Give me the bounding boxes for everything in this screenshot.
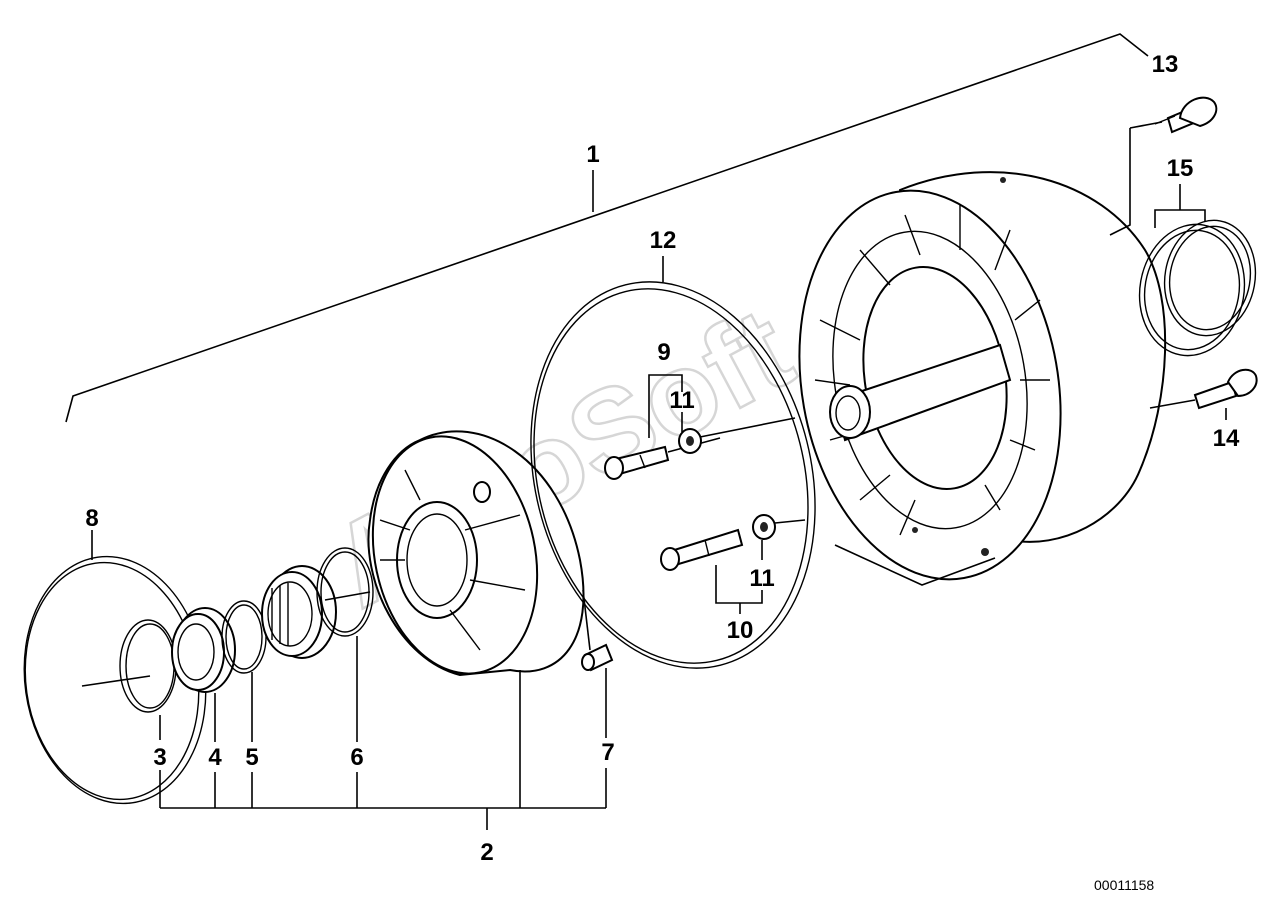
callout-14: 14 bbox=[1213, 425, 1240, 452]
callout-1: 1 bbox=[586, 141, 599, 168]
callout-3: 3 bbox=[153, 744, 166, 771]
part-pump-cover bbox=[367, 430, 585, 677]
part-o-ring-medium bbox=[316, 547, 374, 637]
leader-assembly bbox=[65, 33, 1149, 423]
part-hex-bolt-long bbox=[1109, 96, 1218, 236]
part-socket-head-screw-long bbox=[660, 528, 744, 571]
callout-11-lower: 11 bbox=[749, 565, 774, 592]
callout-15: 15 bbox=[1167, 155, 1194, 182]
part-washer-lower bbox=[752, 514, 806, 540]
callout-11-upper: 11 bbox=[669, 387, 694, 414]
part-hex-bolt bbox=[1149, 368, 1258, 410]
callout-7: 7 bbox=[601, 739, 614, 766]
part-washer-upper bbox=[678, 417, 796, 454]
callout-10: 10 bbox=[727, 617, 754, 644]
callout-13: 13 bbox=[1152, 51, 1179, 78]
callouts: 1 2 3 4 5 6 7 8 9 10 11 11 12 13 14 15 bbox=[85, 51, 1240, 866]
part-dowel-pin bbox=[581, 589, 614, 672]
part-shaft-seal bbox=[171, 607, 236, 693]
part-needle-bearing bbox=[261, 565, 337, 659]
callout-8: 8 bbox=[85, 505, 98, 532]
callout-12: 12 bbox=[650, 227, 677, 254]
leader-lines bbox=[159, 184, 1227, 830]
document-number: 00011158 bbox=[1094, 877, 1154, 893]
callout-2: 2 bbox=[480, 839, 493, 866]
part-socket-head-screw bbox=[604, 437, 721, 480]
callout-9: 9 bbox=[657, 339, 670, 366]
callout-4: 4 bbox=[208, 744, 222, 771]
callout-5: 5 bbox=[245, 744, 258, 771]
part-snap-ring bbox=[81, 619, 177, 713]
part-pump-housing bbox=[798, 171, 1167, 586]
part-large-gasket bbox=[530, 256, 816, 669]
part-seal-rings bbox=[1138, 219, 1257, 357]
callout-6: 6 bbox=[350, 744, 363, 771]
